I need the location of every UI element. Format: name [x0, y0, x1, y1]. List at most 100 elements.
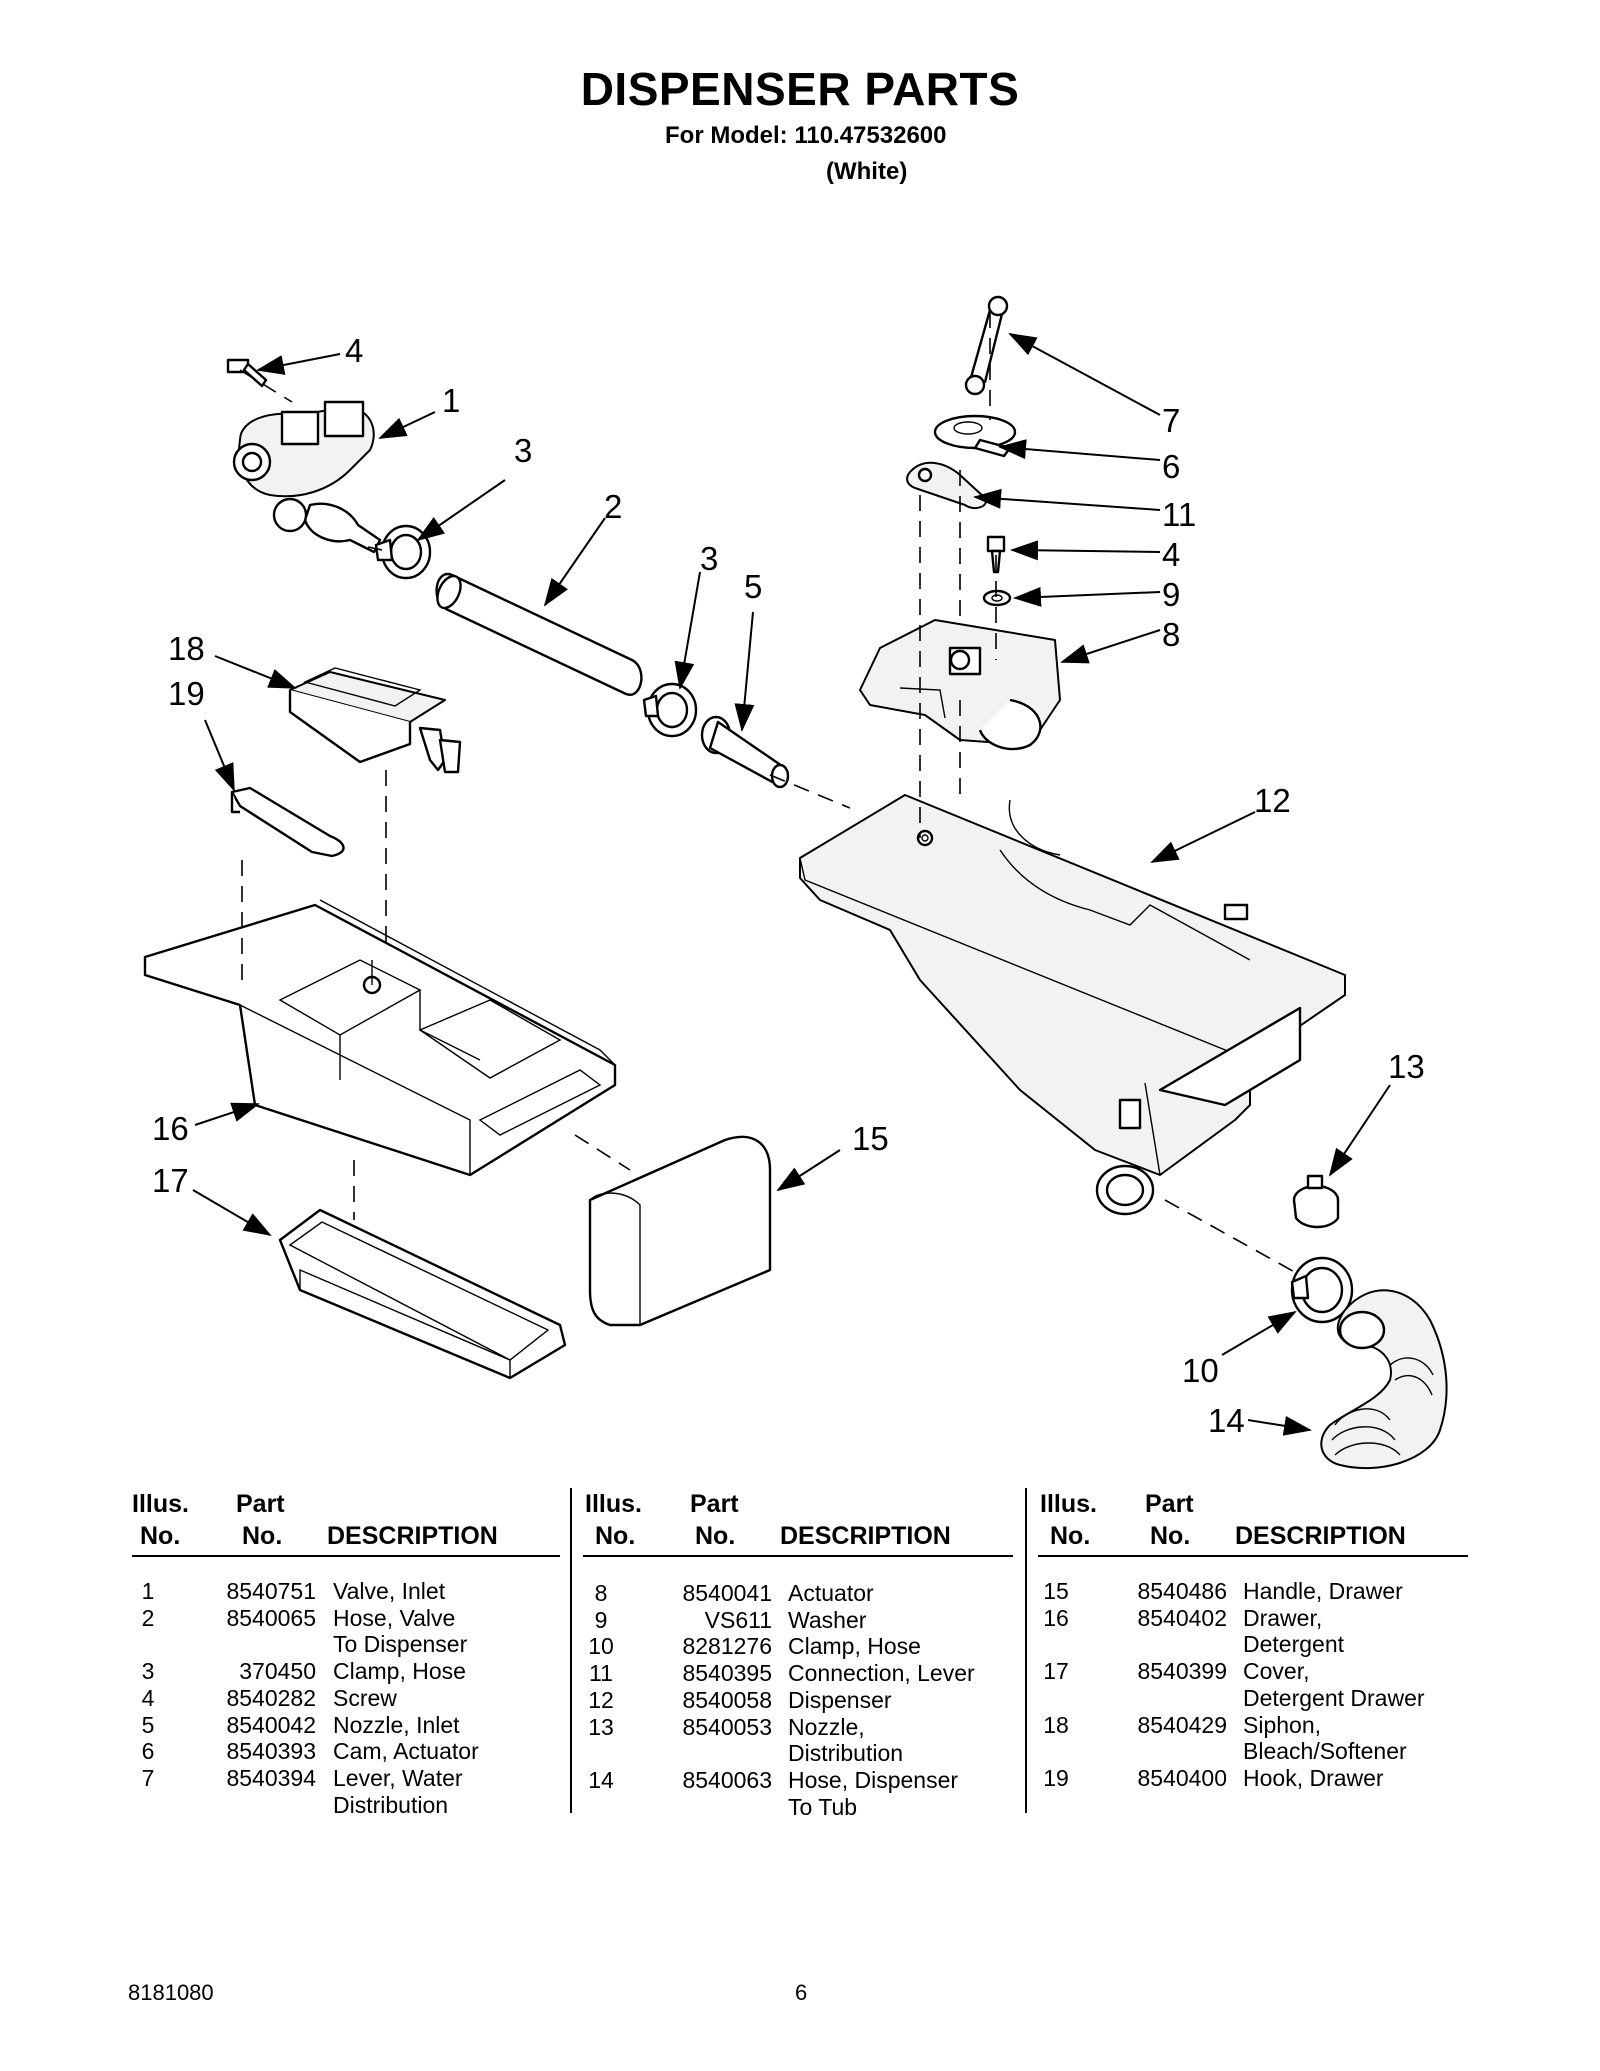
part-description: Hose, Valve: [333, 1604, 456, 1631]
callout-11: 11: [1162, 496, 1196, 533]
assembly-lines: [239, 312, 1301, 1276]
header-description-3: DESCRIPTION: [1235, 1522, 1406, 1550]
header-part: Part: [236, 1490, 285, 1518]
header-illus-no-2: No.: [595, 1522, 636, 1550]
lever-connection-part: [906, 461, 987, 509]
callout-3: 3: [514, 432, 532, 469]
inlet-valve-part: [232, 400, 382, 554]
part-description: Nozzle, Inlet: [333, 1711, 460, 1738]
illus-number: 4: [141, 1684, 155, 1711]
part-description: Hose, Dispenser: [788, 1766, 959, 1793]
exploded-parts-diagram: 4 1 3 2 3 5 18 19 7 6 11 4 9 8 12 13 16 …: [143, 295, 1448, 1469]
column-divider: [570, 1488, 572, 1813]
illus-number: 16: [1043, 1604, 1069, 1631]
part-description: To Dispenser: [333, 1631, 468, 1658]
illus-number: 17: [1043, 1658, 1069, 1685]
header-rule: [132, 1555, 560, 1557]
illus-number: 14: [588, 1766, 614, 1793]
callout-6: 6: [1162, 448, 1180, 485]
part-number: 8540393: [226, 1738, 316, 1765]
column-divider-2: [1025, 1488, 1027, 1813]
hose-clamp-part: [374, 524, 432, 580]
illus-number: 8: [594, 1580, 608, 1606]
callout-5: 5: [744, 568, 762, 605]
part-number: 8540429: [1137, 1711, 1227, 1738]
illus-number: 19: [1043, 1764, 1069, 1791]
callout-1: 1: [442, 382, 460, 419]
part-description: Distribution: [333, 1791, 449, 1818]
distribution-nozzle-part: [1292, 1174, 1340, 1229]
header-part-2: Part: [690, 1490, 739, 1518]
hose-clamp-part-3: [1290, 1256, 1354, 1324]
color-line: (White): [826, 158, 908, 185]
actuator-cam-part: [933, 414, 1017, 458]
hose-part: [435, 572, 643, 696]
callout-arrows: [192, 333, 1391, 1436]
header-illus: Illus.: [132, 1490, 189, 1518]
part-description: Dispenser: [788, 1686, 892, 1713]
document-number: 8181080: [128, 1980, 214, 2005]
callout-8: 8: [1162, 616, 1180, 653]
callout-19: 19: [168, 675, 205, 712]
part-number: 8281276: [682, 1633, 772, 1660]
header-illus-2: Illus.: [585, 1490, 642, 1518]
part-number: 8540394: [226, 1764, 316, 1791]
part-description: Drawer,: [1243, 1604, 1323, 1631]
drawer-handle-part: [588, 1135, 772, 1327]
illus-number: 7: [141, 1764, 155, 1791]
part-number: 8540065: [226, 1604, 316, 1631]
callout-4: 4: [345, 332, 363, 369]
part-description: Washer: [788, 1606, 867, 1633]
callout-13: 13: [1388, 1048, 1425, 1085]
part-number: 8540395: [682, 1660, 772, 1687]
header-description-2: DESCRIPTION: [780, 1522, 951, 1550]
water-distribution-lever-part: [964, 295, 1009, 396]
part-description: Lever, Water: [333, 1764, 463, 1791]
header-part-no: No.: [242, 1522, 283, 1550]
callout-16: 16: [152, 1110, 189, 1147]
part-description: Hook, Drawer: [1243, 1764, 1384, 1791]
illus-number: 10: [588, 1633, 614, 1660]
part-description: Nozzle,: [788, 1713, 865, 1740]
illus-number: 5: [141, 1711, 155, 1738]
header-part-no-2: No.: [695, 1522, 736, 1550]
illus-number: 15: [1043, 1578, 1069, 1604]
header-part-3: Part: [1145, 1490, 1194, 1518]
part-number: 8540041: [682, 1580, 772, 1606]
callout-14: 14: [1208, 1402, 1245, 1439]
header-part-no-3: No.: [1150, 1522, 1191, 1550]
hose-clamp-part-2: [642, 682, 698, 738]
part-number: 8540042: [226, 1711, 316, 1738]
model-line: For Model: 110.47532600: [665, 122, 947, 149]
illus-number: 11: [589, 1660, 613, 1687]
header-illus-no-3: No.: [1050, 1522, 1091, 1550]
callout-4b: 4: [1162, 536, 1180, 573]
illus-number: 6: [141, 1738, 155, 1765]
part-description: Screw: [333, 1684, 397, 1711]
header-rule-3: [1038, 1555, 1468, 1557]
part-number: 8540402: [1137, 1604, 1227, 1631]
drawer-hook-part: [230, 786, 345, 858]
page-number: 6: [795, 1980, 808, 2005]
part-description: Connection, Lever: [788, 1660, 975, 1687]
washer-part: [982, 589, 1012, 607]
part-number: 8540053: [682, 1713, 772, 1740]
dispenser-to-tub-hose-part: [1320, 1289, 1448, 1469]
part-number: 8540486: [1137, 1578, 1227, 1604]
part-description: Cam, Actuator: [333, 1738, 479, 1765]
illus-number: 2: [141, 1604, 155, 1631]
part-description: Clamp, Hose: [788, 1633, 921, 1660]
part-description: Detergent: [1243, 1631, 1345, 1658]
screw-part: [226, 358, 268, 388]
header-illus-no: No.: [140, 1522, 181, 1550]
part-description: Valve, Inlet: [333, 1578, 446, 1604]
illus-number: 3: [141, 1658, 155, 1685]
detergent-drawer-part: [143, 899, 617, 1177]
callout-9: 9: [1162, 576, 1180, 613]
part-description: Distribution: [788, 1740, 904, 1767]
part-number: 8540063: [682, 1766, 772, 1793]
part-number: 8540399: [1137, 1658, 1227, 1685]
part-number: 8540751: [226, 1578, 316, 1604]
part-description: Bleach/Softener: [1243, 1738, 1407, 1765]
part-description: Clamp, Hose: [333, 1658, 466, 1685]
